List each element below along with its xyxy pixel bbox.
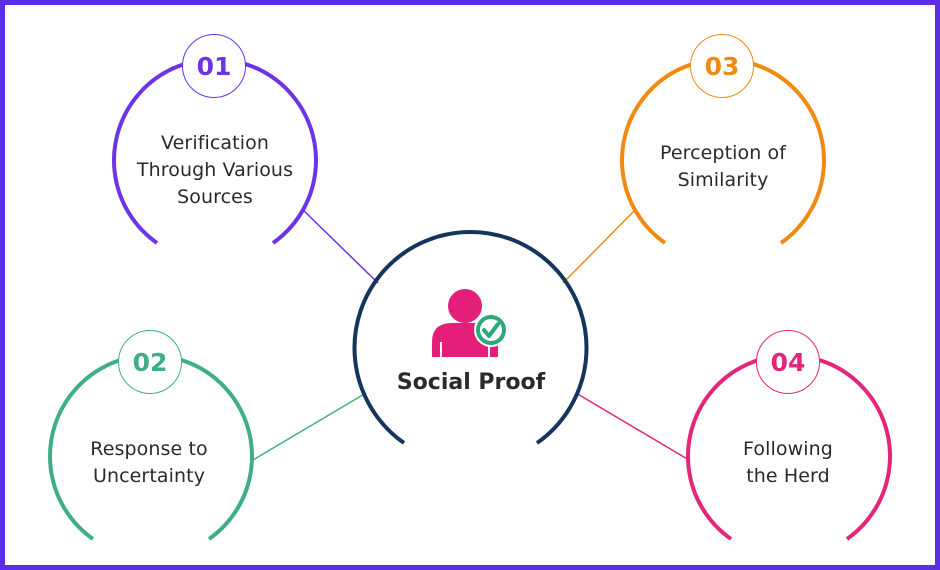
connector-04 <box>575 392 690 461</box>
item-label-04: Following the Herd <box>743 438 833 487</box>
center-title: Social Proof <box>396 370 546 395</box>
item-label-02: Response to Uncertainty <box>90 438 208 487</box>
item-number-02: 02 <box>118 330 182 394</box>
connector-01 <box>301 208 379 284</box>
connector-03 <box>562 208 637 284</box>
item-number-01: 01 <box>182 34 246 98</box>
item-label-03: Perception of Similarity <box>659 142 787 191</box>
user-check-icon <box>432 289 508 357</box>
item-label-01: Verification Through Various Sources <box>136 132 294 208</box>
center-ring <box>352 229 589 445</box>
connector-02 <box>252 392 367 461</box>
item-number-04: 04 <box>756 330 820 394</box>
item-number-03: 03 <box>690 34 754 98</box>
